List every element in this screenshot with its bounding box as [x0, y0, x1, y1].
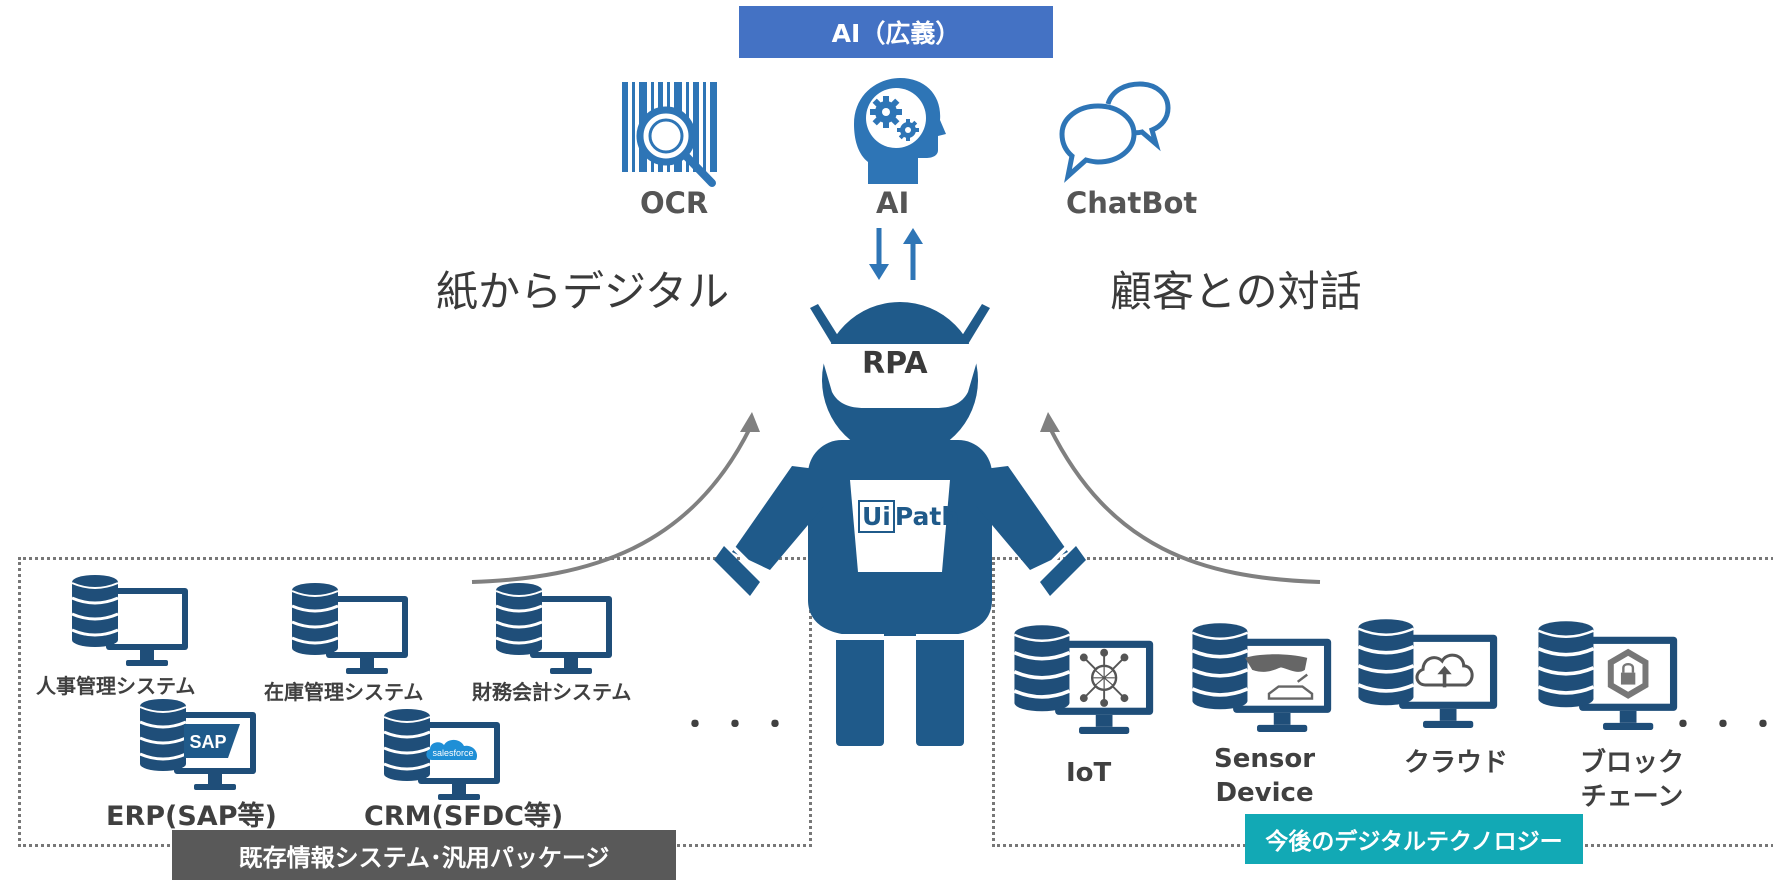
- sap-database-monitor-icon: SAP: [138, 697, 258, 792]
- erp-label: ERP(SAP等): [106, 801, 277, 832]
- iot-database-monitor-icon: [1012, 623, 1155, 736]
- blockchain-label: ブロック チェーン: [1580, 746, 1684, 814]
- sensor-device-label: Sensor Device: [1214, 742, 1315, 810]
- database-monitor-icon: [290, 581, 410, 676]
- cloud-database-monitor-icon: [1356, 617, 1499, 730]
- database-monitor-icon: [494, 581, 614, 676]
- sensor-database-monitor-icon: [1190, 621, 1333, 734]
- paper-to-digital-caption: 紙からデジタル: [436, 267, 730, 316]
- ai-label: AI: [876, 186, 910, 220]
- robot-icon: [714, 302, 1086, 746]
- chat-bubbles-icon: [1059, 81, 1171, 183]
- cloud-label: クラウド: [1404, 748, 1509, 778]
- iot-label: IoT: [1066, 758, 1112, 788]
- digital-to-rpa-arrow: [1040, 412, 1321, 584]
- rpa-label: RPA: [862, 346, 928, 381]
- legacy-to-rpa-arrow: [471, 412, 760, 584]
- uipath-logo-ui: Ui: [858, 500, 895, 533]
- system-label-accounting: 財務会計システム: [472, 680, 632, 704]
- uipath-logo-path: Path: [894, 502, 960, 531]
- customer-dialogue-caption: 顧客との対話: [1110, 267, 1362, 316]
- crm-label: CRM(SFDC等): [364, 801, 564, 832]
- blockchain-database-monitor-icon: [1536, 619, 1679, 732]
- ai-head-gears-icon: [854, 78, 946, 184]
- ocr-barcode-magnifier-icon: [622, 82, 717, 187]
- ai-broad-banner: AI（広義）: [739, 6, 1053, 58]
- sensor-label-line1: Sensor: [1214, 744, 1316, 774]
- ai-rpa-exchange-arrows: [869, 228, 923, 280]
- ocr-label: OCR: [640, 186, 709, 220]
- blockchain-label-line2: チェーン: [1580, 782, 1684, 812]
- salesforce-logo-text: salesforce: [432, 748, 473, 758]
- salesforce-database-monitor-icon: salesforce: [382, 707, 502, 802]
- system-label-inventory: 在庫管理システム: [264, 680, 424, 704]
- legacy-ellipsis: ・・・: [680, 708, 800, 743]
- chatbot-label: ChatBot: [1066, 186, 1198, 220]
- blockchain-label-line1: ブロック: [1580, 748, 1685, 778]
- sensor-label-line2: Device: [1215, 778, 1314, 808]
- database-monitor-icon: [70, 573, 190, 668]
- digital-ellipsis: ・・・: [1668, 708, 1773, 743]
- digital-technology-banner: 今後のデジタルテクノロジー: [1245, 814, 1583, 864]
- sap-logo-text: SAP: [189, 732, 226, 752]
- legacy-systems-banner: 既存情報システム･汎用パッケージ: [172, 830, 676, 880]
- system-label-hr: 人事管理システム: [36, 674, 196, 698]
